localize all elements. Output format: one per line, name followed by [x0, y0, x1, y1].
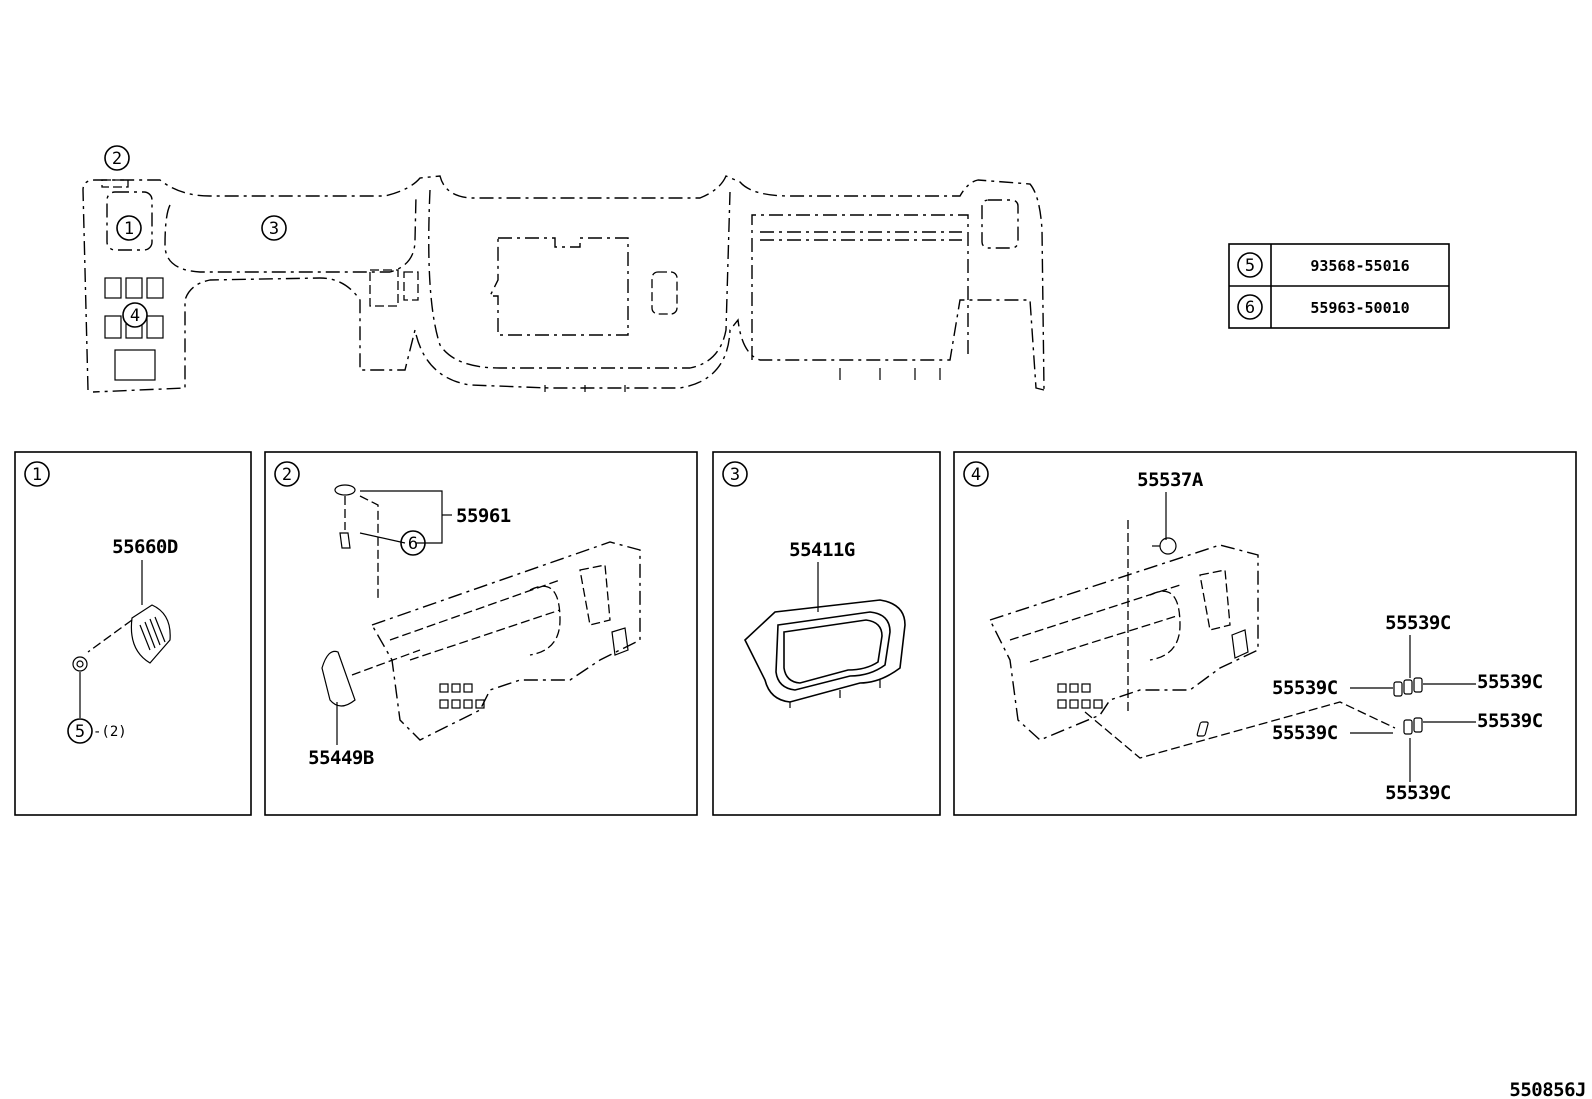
part-label: 6	[408, 534, 418, 554]
part-label: 55539C	[1385, 782, 1451, 804]
svg-text:1: 1	[124, 219, 134, 239]
cluster-bezel-icon	[744, 599, 906, 708]
diagram-id: 550856J	[1509, 1079, 1586, 1099]
table-row: 5 93568-55016	[1237, 252, 1410, 278]
panel-index: 4	[971, 465, 981, 485]
dashboard-detail	[989, 544, 1259, 741]
dashboard-overview	[82, 175, 1045, 393]
panel-index: 2	[282, 465, 292, 485]
part-label: 55660D	[112, 536, 178, 558]
part-label: 55539C	[1477, 671, 1543, 693]
grille-part-icon	[130, 604, 171, 664]
part-label: 55449B	[308, 747, 374, 769]
plug-icon	[1152, 537, 1177, 555]
svg-text:93568-55016: 93568-55016	[1310, 257, 1409, 275]
panel-index: 3	[730, 465, 740, 485]
panel-2: 2 55961 6 5	[264, 451, 698, 816]
svg-text:3: 3	[269, 219, 279, 239]
part-label: 55539C	[1272, 677, 1338, 699]
reference-table: 5 93568-55016 6 55963-50010	[1228, 243, 1450, 329]
svg-text:5: 5	[1245, 256, 1255, 276]
table-row: 6 55963-50010	[1237, 294, 1410, 320]
part-quantity: -(2)	[93, 724, 127, 740]
overview-callout-3: 3	[261, 215, 287, 241]
part-label: 5	[75, 722, 85, 742]
part-label: 55539C	[1477, 710, 1543, 732]
svg-text:4: 4	[130, 306, 140, 326]
overview-callout-1: 1	[116, 215, 142, 241]
overview-callout-4: 4	[122, 302, 148, 328]
panel-3: 3 55411G	[712, 451, 941, 816]
svg-text:55963-50010: 55963-50010	[1310, 299, 1409, 317]
panel-1: 1 55660D 5 -(2)	[14, 451, 252, 816]
clip-icon	[72, 656, 88, 672]
grille-part-icon	[321, 650, 356, 707]
clip-icon	[334, 484, 356, 549]
switch-knob-icon	[1196, 677, 1423, 737]
part-label: 55411G	[789, 539, 855, 561]
overview-callout-2: 2	[104, 145, 130, 171]
dashboard-detail	[370, 541, 641, 741]
part-label: 55961	[456, 505, 511, 527]
panel-4: 4 55537A	[953, 451, 1577, 816]
part-label: 55539C	[1385, 612, 1451, 634]
part-label: 55537A	[1137, 469, 1204, 491]
part-label: 55539C	[1272, 722, 1338, 744]
panel-index: 1	[32, 465, 42, 485]
svg-text:6: 6	[1245, 298, 1255, 318]
svg-text:2: 2	[112, 149, 122, 169]
